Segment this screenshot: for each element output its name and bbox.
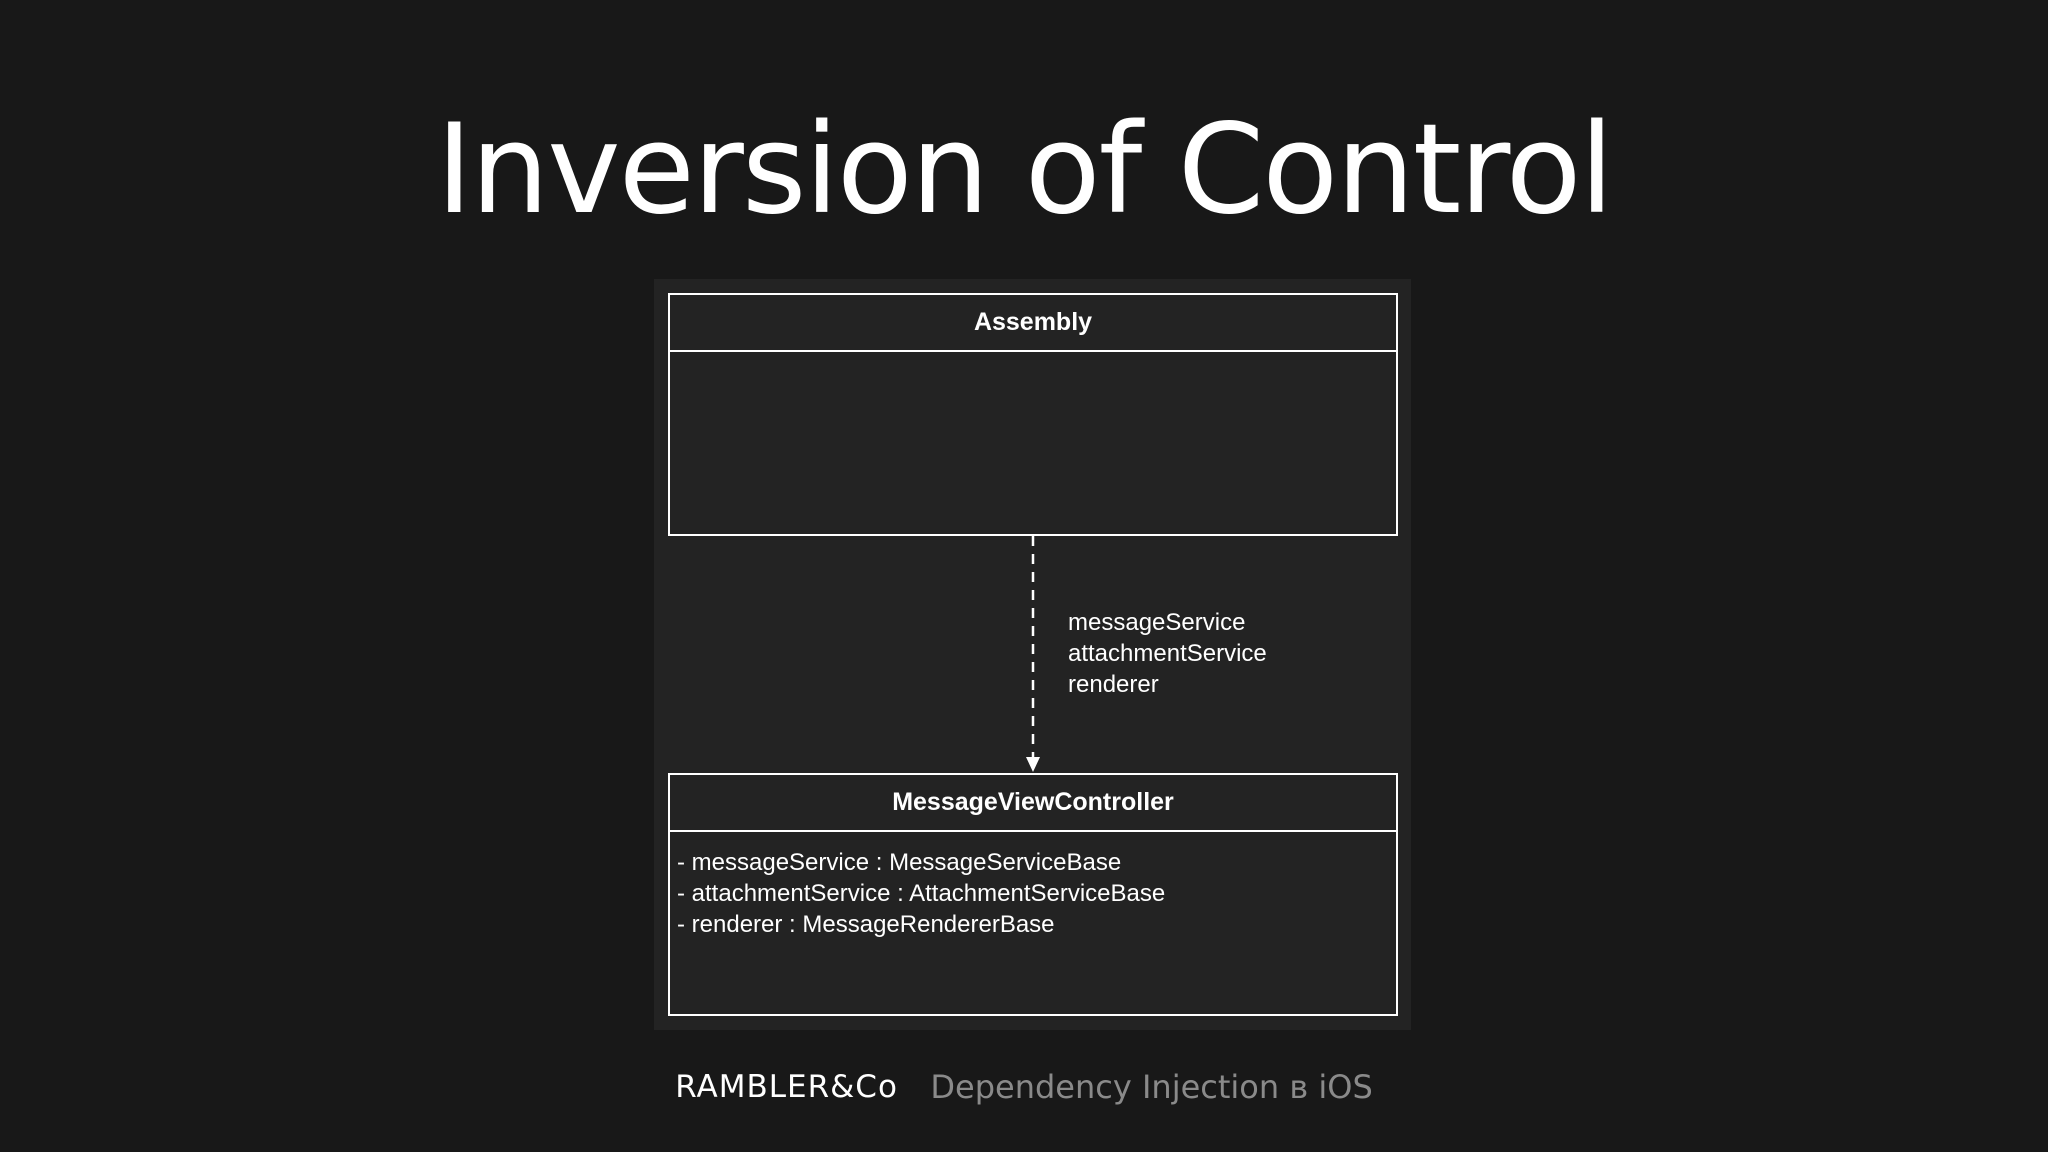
class-attribute: - messageService : MessageServiceBase: [677, 849, 1122, 876]
assembly-class-name: Assembly: [670, 295, 1396, 352]
class-attribute: - renderer : MessageRendererBase: [677, 911, 1055, 938]
assembly-class-box: Assembly: [668, 293, 1398, 536]
uml-diagram: Assembly messageService attachmentServic…: [654, 279, 1411, 1030]
message-view-controller-class-name: MessageViewController: [670, 775, 1396, 832]
arrow-label-line: renderer: [1068, 671, 1159, 698]
slide-title: Inversion of Control: [436, 98, 1614, 242]
arrow-label-line: messageService: [1068, 609, 1246, 636]
rambler-co-logo: RAMBLER&Co: [675, 1069, 898, 1105]
arrow-label-line: attachmentService: [1068, 640, 1267, 667]
presentation-caption: Dependency Injection в iOS: [930, 1068, 1373, 1106]
class-attribute: - attachmentService : AttachmentServiceB…: [677, 880, 1166, 907]
dependency-arrow: [1026, 536, 1040, 772]
class-attributes: - messageService : MessageServiceBase - …: [677, 847, 1389, 940]
slide-footer: RAMBLER&Co Dependency Injection в iOS: [0, 1068, 2048, 1106]
message-view-controller-class-box: MessageViewController - messageService :…: [668, 773, 1398, 1016]
arrow-label: messageService attachmentService rendere…: [1068, 607, 1267, 700]
dependency-arrowhead: [1026, 757, 1040, 772]
